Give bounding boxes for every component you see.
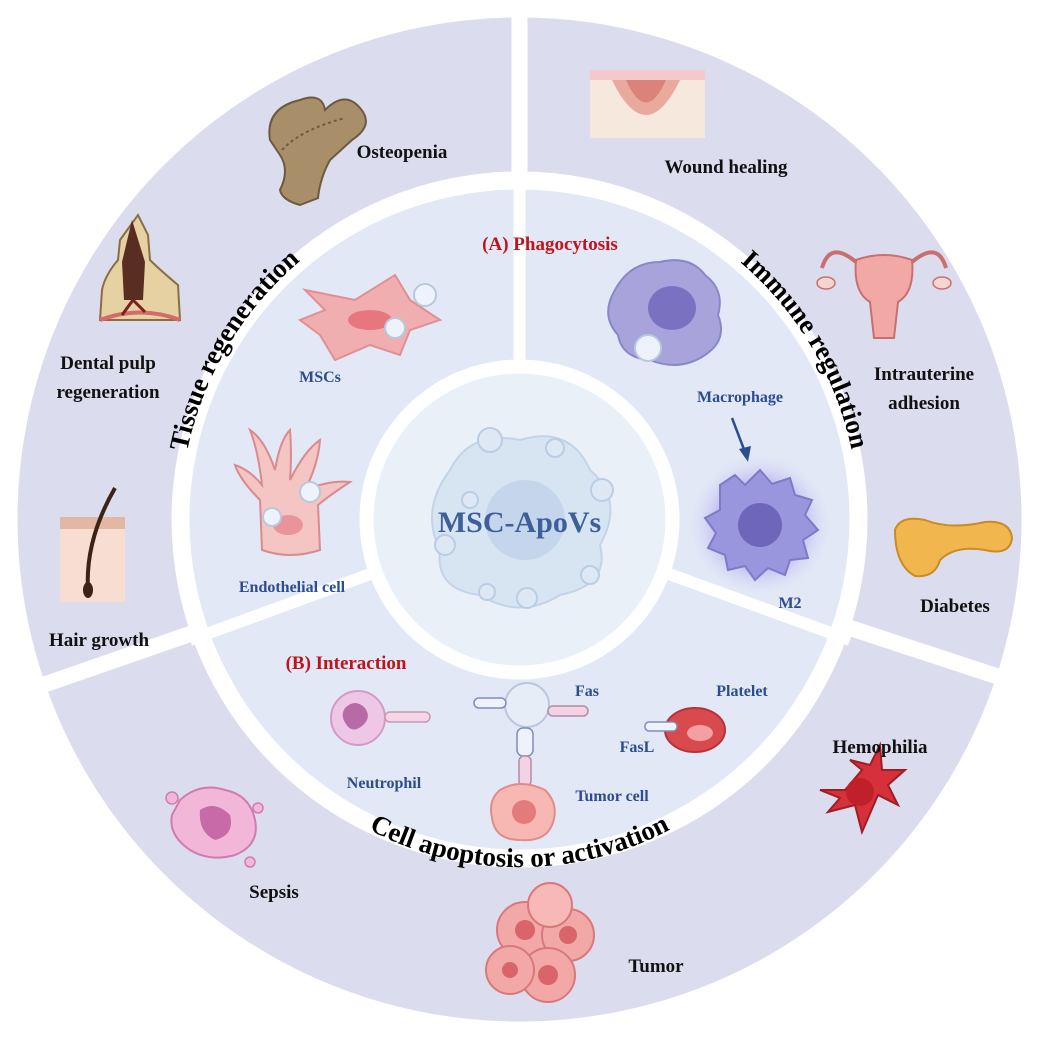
wound-healing-label: Wound healing [664, 157, 788, 178]
center-label: MSC-ApoVs [438, 506, 601, 539]
pancreas-icon [893, 517, 1014, 578]
uterus-icon [816, 250, 952, 339]
m2-macrophage-icon [690, 455, 830, 595]
tooth-icon [98, 213, 182, 322]
mscs-label: MSCs [299, 369, 341, 386]
endothelial-label: Endothelial cell [239, 579, 346, 596]
macrophage-icon [607, 259, 722, 366]
dental-label-line1: Dental pulp [60, 353, 156, 374]
skin-wound-icon [590, 70, 705, 138]
fasl-label: FasL [620, 739, 655, 756]
osteopenia-label: Osteopenia [357, 142, 448, 163]
tumor-cell-label: Tumor cell [575, 788, 649, 805]
intrauterine-label-line2: adhesion [888, 393, 960, 414]
hair-follicle-icon [60, 487, 125, 602]
platelet-label: Platelet [716, 683, 768, 700]
neutrophil-icon [330, 690, 431, 746]
dental-label-line2: regeneration [56, 382, 159, 403]
apoptotic-vesicle-icon [431, 427, 614, 609]
tumor-cell-icon [490, 783, 556, 842]
m2-label: M2 [778, 595, 801, 612]
interaction-title: (B) Interaction [286, 653, 407, 674]
macrophage-label: Macrophage [697, 389, 783, 406]
intrauterine-label-line1: Intrauterine [874, 364, 974, 385]
bone-icon [268, 96, 367, 207]
platelet-icon [644, 707, 726, 753]
hair-growth-label: Hair growth [49, 630, 150, 651]
tumor-label: Tumor [628, 956, 684, 977]
phagocytosis-title: (A) Phagocytosis [482, 234, 618, 255]
diabetes-label: Diabetes [920, 596, 990, 617]
fas-label: Fas [575, 683, 599, 700]
vesicle-receptor-icon [473, 682, 589, 787]
neutrophil-label: Neutrophil [347, 775, 422, 792]
msc-cell-icon [297, 273, 443, 362]
activated-platelet-icon [819, 741, 908, 836]
sepsis-cell-icon [165, 786, 264, 868]
tumor-cluster-icon [485, 882, 595, 1003]
hemophilia-label: Hemophilia [832, 737, 928, 758]
sepsis-label: Sepsis [249, 882, 299, 903]
endothelial-cell-icon [233, 427, 353, 556]
